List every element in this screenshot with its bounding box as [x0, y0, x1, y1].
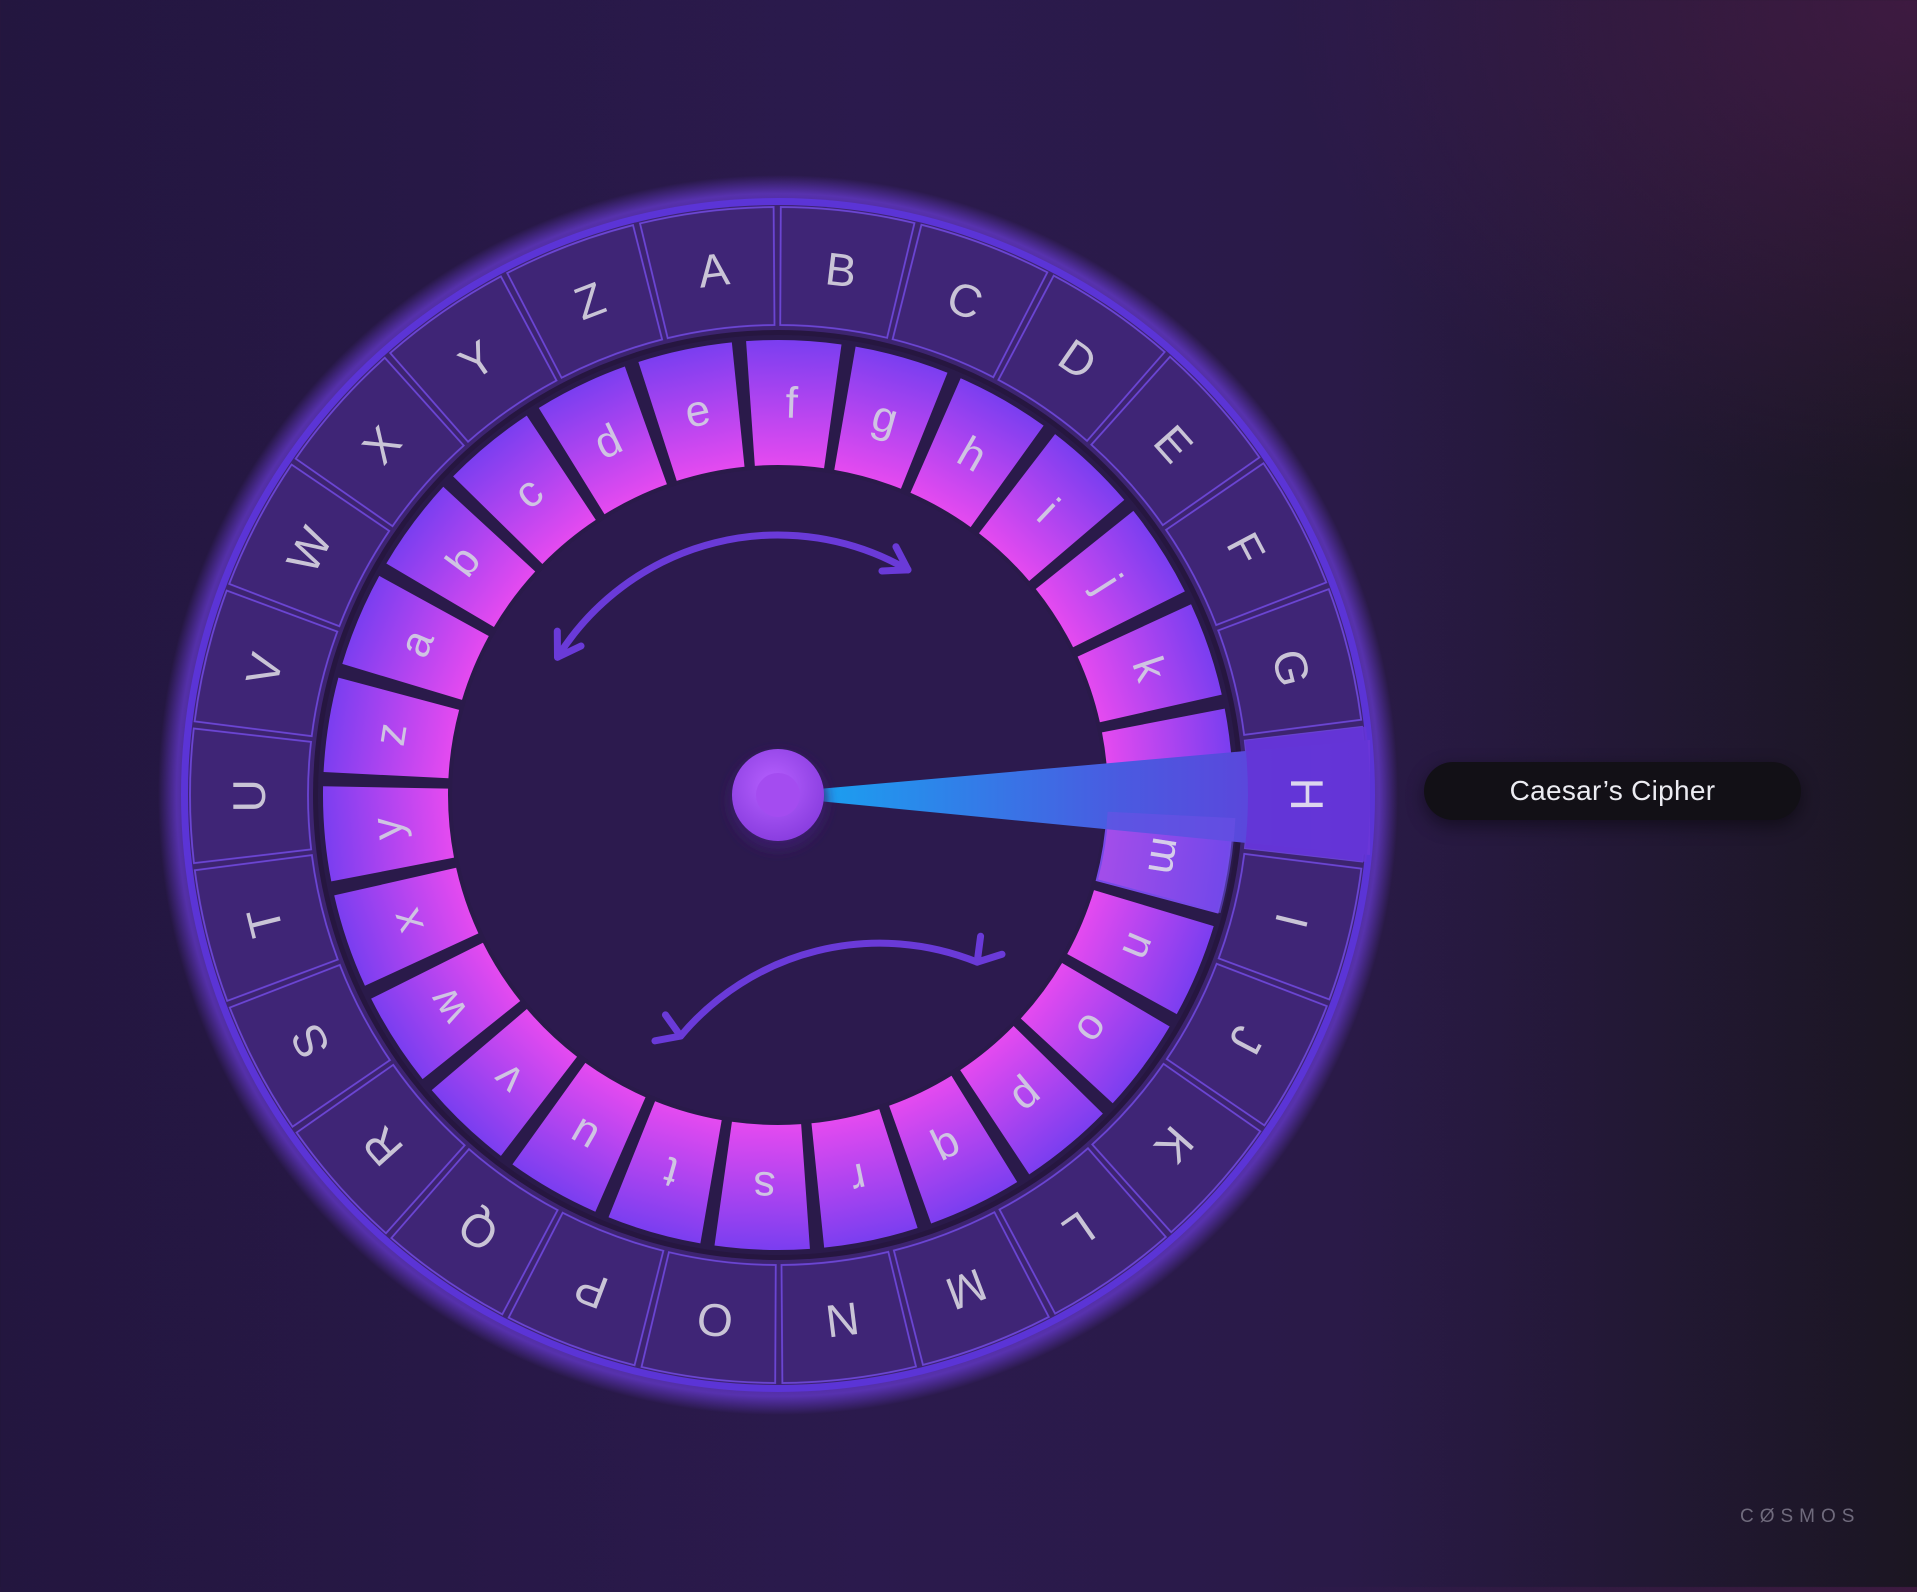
outer-segment-edge	[1090, 355, 1261, 527]
outer-segment-c[interactable]	[891, 223, 1049, 379]
outer-segment-edge	[640, 1251, 777, 1384]
highlighted-outer-letter: H	[1281, 778, 1333, 811]
arrowhead-icon	[973, 932, 1006, 966]
outer-letter-n: N	[823, 1292, 862, 1348]
outer-segment-edge	[779, 206, 916, 339]
outer-segment-i[interactable]	[1217, 852, 1363, 1001]
outer-segment-edge	[294, 356, 465, 528]
outer-segment-edge	[507, 1211, 665, 1367]
curved-double-arrow-icon-bottom-temp	[677, 939, 981, 1040]
outer-segment-a[interactable]	[638, 206, 776, 340]
inner-tile-b[interactable]	[386, 486, 536, 628]
inner-letter-f: f	[785, 379, 800, 428]
outer-segment-edge	[193, 589, 339, 737]
inner-tile-y[interactable]	[323, 786, 455, 882]
outer-segment-m[interactable]	[892, 1210, 1051, 1367]
outer-segment-z[interactable]	[505, 223, 664, 380]
highlight-slot	[1244, 726, 1370, 862]
outer-segment-edge	[639, 206, 776, 340]
inner-tile-j[interactable]	[1035, 510, 1185, 648]
outer-segment-b[interactable]	[779, 206, 916, 340]
inner-tile-e[interactable]	[638, 342, 745, 481]
outer-segment-edge	[189, 727, 312, 864]
outer-segment-g[interactable]	[1216, 587, 1363, 736]
inner-tile-a[interactable]	[342, 575, 489, 700]
outer-segment-p[interactable]	[507, 1211, 665, 1367]
inner-tile-d[interactable]	[538, 366, 667, 515]
outer-segment-w[interactable]	[227, 463, 391, 628]
outer-segment-edge	[228, 963, 391, 1128]
outer-segment-edge	[780, 1250, 917, 1384]
outer-segment-edge	[998, 1147, 1167, 1315]
outer-segment-edge	[389, 275, 558, 443]
outer-segment-t[interactable]	[193, 854, 340, 1003]
inner-tile-r[interactable]	[811, 1109, 918, 1248]
inner-letter-s: s	[752, 1162, 776, 1212]
inner-tile-q[interactable]	[889, 1075, 1018, 1224]
outer-segment-k[interactable]	[1090, 1062, 1262, 1234]
inner-tile-v[interactable]	[431, 1009, 578, 1156]
outer-letter-a: A	[695, 242, 732, 297]
outer-segment-edge	[390, 1148, 559, 1316]
inner-tile-s[interactable]	[714, 1121, 810, 1250]
curved-double-arrow-icon-top	[554, 531, 912, 661]
outer-segment-u[interactable]	[189, 727, 313, 865]
outer-segment-q[interactable]	[389, 1147, 559, 1316]
inner-tile-f[interactable]	[746, 340, 842, 469]
arrowhead-icon	[878, 543, 912, 575]
outer-segment-n[interactable]	[780, 1250, 918, 1384]
pivot-knob-center	[756, 773, 800, 817]
outer-segment-edge	[1217, 853, 1363, 1001]
outer-segment-edge	[1165, 462, 1328, 627]
inner-tile-h[interactable]	[910, 378, 1044, 528]
inner-tile-x[interactable]	[334, 867, 479, 986]
outer-segment-x[interactable]	[294, 356, 466, 528]
outer-segment-edge	[892, 1211, 1050, 1366]
inner-tile-z[interactable]	[323, 677, 460, 779]
inner-tile-c[interactable]	[453, 415, 596, 564]
inner-letter-y: y	[362, 816, 413, 842]
inner-tile-t[interactable]	[608, 1101, 722, 1244]
outer-segment-s[interactable]	[228, 963, 392, 1129]
outer-segment-edge	[997, 274, 1166, 442]
inner-tile-g[interactable]	[834, 346, 948, 489]
arrowhead-icon	[553, 627, 585, 661]
outer-segment-l[interactable]	[998, 1146, 1168, 1315]
outer-segment-r[interactable]	[295, 1063, 467, 1235]
outer-segment-e[interactable]	[1089, 355, 1261, 527]
outer-segment-j[interactable]	[1165, 962, 1329, 1127]
arrowhead-icon	[651, 1011, 685, 1045]
inner-tile-o[interactable]	[1020, 962, 1170, 1104]
outer-segment-d[interactable]	[997, 274, 1167, 443]
inner-tile-p[interactable]	[960, 1026, 1103, 1175]
outer-letter-o: O	[694, 1292, 736, 1348]
rotation-arrows	[553, 531, 1006, 1045]
outer-segment-edge	[228, 463, 391, 628]
outer-segment-edge	[193, 854, 339, 1002]
outer-segment-edge	[506, 224, 664, 379]
outer-segment-y[interactable]	[388, 275, 558, 444]
outer-segment-edge	[891, 223, 1049, 379]
inner-tile-i[interactable]	[978, 434, 1125, 581]
outer-segment-edge	[1217, 588, 1363, 736]
outer-segment-edge	[1091, 1062, 1262, 1234]
inner-tile-w[interactable]	[371, 942, 521, 1080]
caesar-cipher-tooltip: Caesar’s Cipher	[1424, 762, 1801, 820]
outer-segment-v[interactable]	[193, 589, 339, 738]
brand-logo: CØSMOS	[1740, 1506, 1861, 1527]
inner-tile-n[interactable]	[1067, 890, 1214, 1015]
outer-letter-u: U	[223, 779, 275, 812]
inner-tile-k[interactable]	[1077, 604, 1222, 723]
outer-letter-b: B	[823, 242, 860, 297]
inner-tile-u[interactable]	[512, 1062, 646, 1212]
outer-segment-edge	[1165, 962, 1328, 1127]
outer-segment-edge	[295, 1063, 466, 1235]
outer-segment-f[interactable]	[1164, 461, 1328, 627]
highlight-tile	[1096, 811, 1236, 914]
outer-segment-o[interactable]	[640, 1250, 777, 1384]
highlighted-inner-letter: m	[1138, 834, 1192, 878]
pointer: Hm	[730, 726, 1370, 914]
